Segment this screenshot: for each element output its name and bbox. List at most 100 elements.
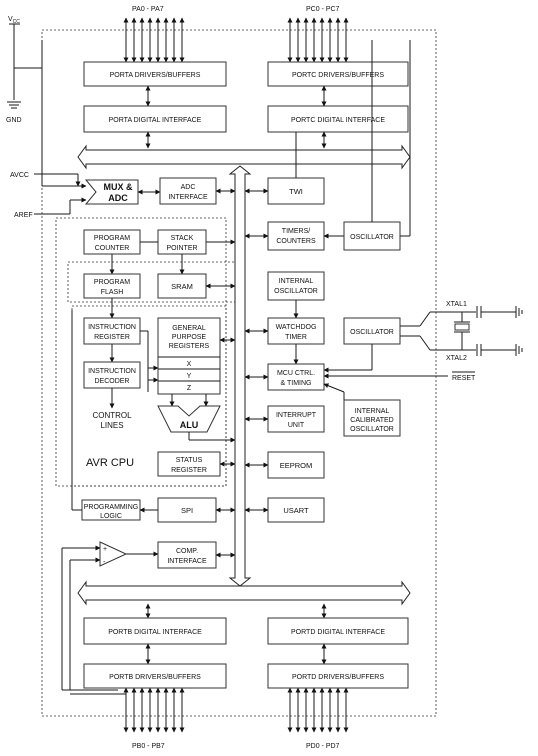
adc-interface-label-2: INTERFACE [168, 194, 208, 201]
calibrated-oscillator-label-1: INTERNAL [355, 408, 390, 415]
mcu-ctrl-label-2: & TIMING [281, 380, 312, 387]
comp-interface-label-2: INTERFACE [167, 558, 207, 565]
watchdog-label-2: TIMER [285, 334, 307, 341]
portd-interface-box [267, 617, 409, 645]
portc-drivers-box [267, 61, 409, 87]
portc-pins-label: PC0 - PC7 [306, 6, 340, 13]
alu-label: ALU [180, 420, 199, 430]
mux-adc-label-2: ADC [108, 193, 128, 203]
gpr-label-3: REGISTERS [169, 343, 210, 350]
internal-oscillator-box [267, 271, 325, 301]
watchdog-label-1: WATCHDOG [276, 324, 317, 331]
avcc-label: AVCC [10, 172, 29, 179]
timers-label-1: TIMERS/ [282, 228, 310, 235]
calibrated-oscillator-label-3: OSCILLATOR [350, 426, 394, 433]
sram-label: SRAM [171, 282, 193, 291]
comp-interface-label-1: COMP. [176, 548, 198, 555]
central-data-bus [228, 165, 252, 587]
mcu-ctrl-label-1: MCU CTRL. [277, 370, 315, 377]
timers-label-2: COUNTERS [276, 238, 316, 245]
program-counter-label-1: PROGRAM [94, 235, 130, 242]
xtal1-diag [419, 311, 431, 327]
portc-interface-box [267, 105, 409, 133]
portc-interface-label: PORTC DIGITAL INTERFACE [291, 117, 385, 124]
pin-lines [123, 17, 349, 733]
crystal [454, 323, 470, 331]
aref-label: AREF [14, 212, 33, 219]
mcu-ctrl-box [267, 363, 325, 391]
comparator-minus: - [103, 559, 106, 566]
portb-pins-label: PB0 - PB7 [132, 743, 165, 750]
portd-interface-label: PORTD DIGITAL INTERFACE [291, 629, 385, 636]
portd-pins-label: PD0 - PD7 [306, 743, 340, 750]
gpr-label-2: PURPOSE [172, 334, 207, 341]
portb-interface-label: PORTB DIGITAL INTERFACE [108, 629, 202, 636]
timers-box [267, 221, 325, 251]
comp-interface-box [157, 541, 217, 569]
porta-drivers-box [83, 61, 227, 87]
internal-oscillator-label-2: OSCILLATOR [274, 288, 318, 295]
eeprom-box [267, 451, 325, 479]
chip-outline [41, 29, 437, 717]
portb-interface-box [83, 617, 227, 645]
gnd-label: GND [6, 117, 22, 124]
portb-drivers-label: PORTB DRIVERS/BUFFERS [109, 674, 201, 681]
bottom-data-bus [77, 580, 411, 606]
alu-shape [157, 405, 221, 433]
calibrated-oscillator-label-2: CALIBRATED [350, 417, 393, 424]
xtal2-label: XTAL2 [446, 355, 467, 362]
oscillator-mid-label: OSCILLATOR [350, 329, 394, 336]
interrupt-unit-label-2: UNIT [288, 422, 305, 429]
instruction-decoder-label-2: DECODER [94, 378, 129, 385]
control-lines-label-1: CONTROL [92, 411, 132, 420]
calibrated-oscillator-box [343, 399, 401, 437]
gpr-y-label: Y [187, 373, 192, 380]
stack-pointer-label-1: STACK [171, 235, 194, 242]
sram-box [157, 273, 207, 299]
portb-drivers-box [83, 663, 227, 689]
usart-label: USART [283, 506, 309, 515]
control-lines-label-2: LINES [100, 421, 123, 430]
program-counter-label-2: COUNTER [95, 245, 130, 252]
interrupt-unit-label-1: INTERRUPT [276, 412, 317, 419]
xtal1-label: XTAL1 [446, 301, 467, 308]
programming-logic-label-2: LOGIC [100, 513, 122, 520]
status-register-label-1: STATUS [176, 457, 203, 464]
vcc-label: VCC [8, 16, 20, 25]
reset-label: RESET [452, 375, 476, 382]
internal-oscillator-label-1: INTERNAL [279, 278, 314, 285]
portd-drivers-label: PORTD DRIVERS/BUFFERS [292, 674, 384, 681]
comparator-symbol [99, 541, 128, 567]
oscillator-mid-box [343, 317, 401, 345]
calosc-mcu-link [323, 383, 345, 393]
program-flash-label-2: FLASH [101, 289, 124, 296]
mux-adc-label-1: MUX & [104, 182, 134, 192]
porta-drivers-label: PORTA DRIVERS/BUFFERS [110, 72, 201, 79]
spi-label: SPI [181, 506, 193, 515]
avr-cpu-label: AVR CPU [86, 457, 134, 469]
programming-logic-label-1: PROGRAMMING [84, 504, 138, 511]
comparator-plus: + [103, 546, 107, 553]
ground-symbol-xtal2 [515, 344, 523, 356]
status-register-label-2: REGISTER [171, 467, 207, 474]
portc-drivers-label: PORTC DRIVERS/BUFFERS [292, 72, 384, 79]
portd-drivers-box [267, 663, 409, 689]
mux-adc-box [84, 179, 139, 205]
instruction-decoder-label-1: INSTRUCTION [88, 368, 136, 375]
status-register-box [157, 451, 221, 477]
eeprom-label: EEPROM [280, 461, 313, 470]
top-data-bus [77, 144, 411, 170]
instruction-register-label-2: REGISTER [94, 334, 130, 341]
adc-interface-label-1: ADC [181, 184, 196, 191]
porta-interface-box [83, 105, 227, 133]
usart-box [267, 497, 325, 523]
program-flash-label-1: PROGRAM [94, 279, 130, 286]
stack-pointer-label-2: POINTER [166, 245, 197, 252]
gpr-z-label: Z [187, 385, 192, 392]
xtal2-diag [419, 335, 431, 351]
porta-pins-label: PA0 - PA7 [132, 6, 164, 13]
porta-interface-label: PORTA DIGITAL INTERFACE [109, 117, 202, 124]
ground-symbol-xtal1 [515, 306, 523, 318]
program-counter-box [83, 229, 141, 255]
